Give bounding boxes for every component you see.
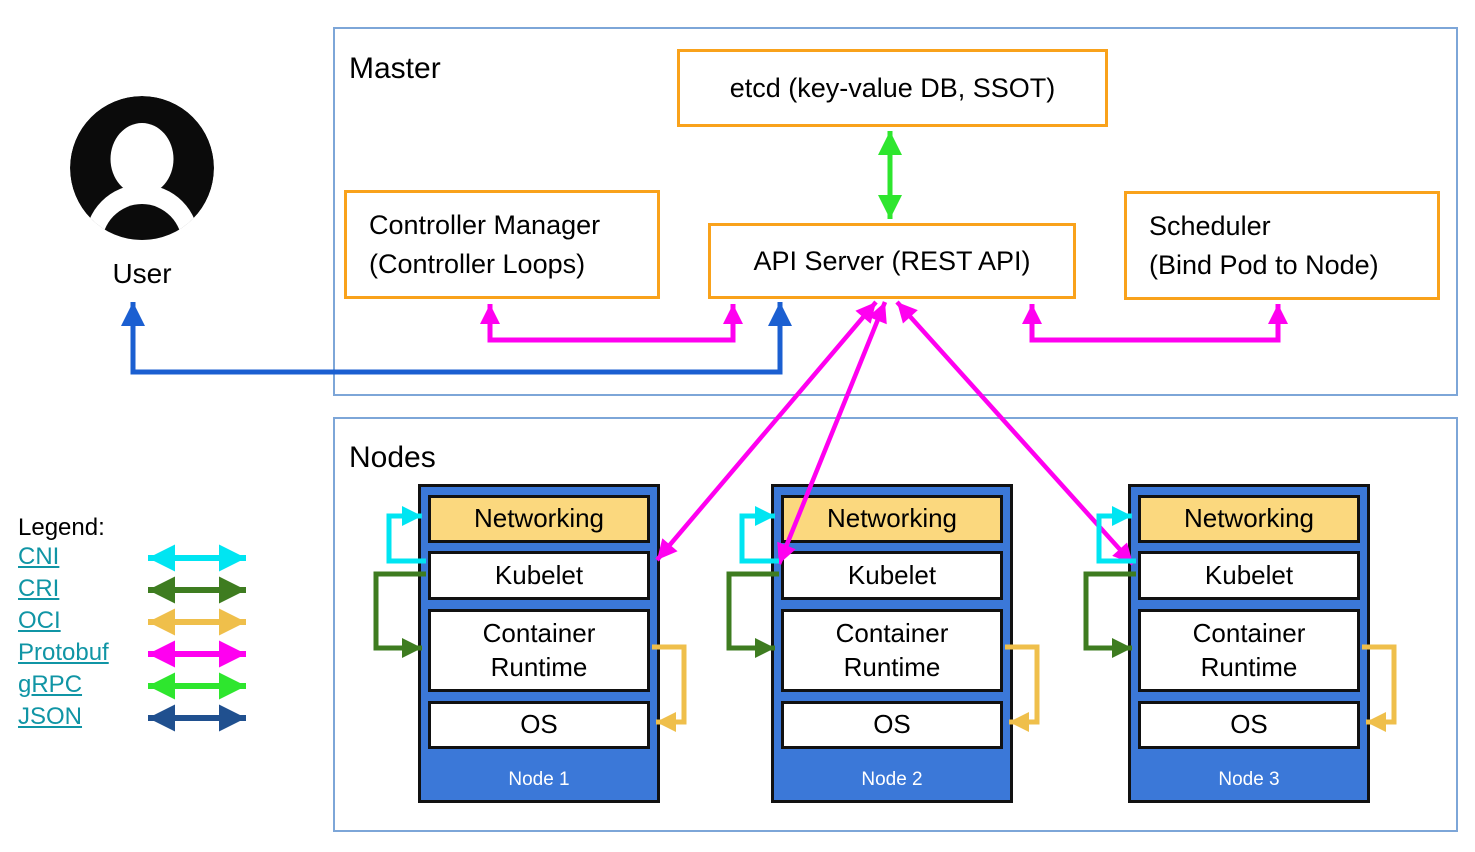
- networking-layer-label: Networking: [473, 503, 605, 534]
- kubelet-layer-label: Kubelet: [494, 559, 584, 590]
- container-runtime-layer-label: Container Runtime: [835, 617, 949, 682]
- api-server-box: API Server (REST API): [708, 223, 1076, 299]
- master-title: Master: [349, 52, 441, 85]
- node-1-kubelet-layer: Kubelet: [428, 551, 650, 600]
- node-3-networking-layer: Networking: [1138, 495, 1360, 543]
- controller-manager-box: Controller Manager (Controller Loops): [344, 190, 660, 299]
- networking-layer-label: Networking: [826, 503, 958, 534]
- etcd-box: etcd (key-value DB, SSOT): [677, 49, 1108, 127]
- os-layer-label: OS: [1230, 709, 1268, 740]
- scheduler-sublabel: (Bind Pod to Node): [1149, 249, 1379, 280]
- node-1-networking-layer: Networking: [428, 495, 650, 543]
- scheduler-box: Scheduler (Bind Pod to Node): [1124, 191, 1440, 300]
- node-name-label: Node 1: [508, 769, 570, 790]
- controller-manager-label: Controller Manager: [369, 210, 601, 241]
- node-2-container-runtime-layer: Container Runtime: [781, 609, 1003, 692]
- kubelet-layer-label: Kubelet: [1204, 559, 1294, 590]
- node-3-kubelet-layer: Kubelet: [1138, 551, 1360, 600]
- container-runtime-layer-label: Container Runtime: [482, 617, 596, 682]
- node-2-networking-layer: Networking: [781, 495, 1003, 543]
- os-layer-label: OS: [873, 709, 911, 740]
- node-3-os-layer: OS: [1138, 701, 1360, 749]
- legend-link-protobuf[interactable]: Protobuf: [18, 639, 109, 666]
- node-3-container-runtime-layer: Container Runtime: [1138, 609, 1360, 692]
- scheduler-label: Scheduler: [1149, 211, 1271, 242]
- node-name-label: Node 2: [861, 769, 923, 790]
- node-1-container-runtime-layer: Container Runtime: [428, 609, 650, 692]
- controller-manager-sublabel: (Controller Loops): [369, 248, 586, 279]
- os-layer-label: OS: [520, 709, 558, 740]
- legend-title: Legend:: [18, 514, 105, 541]
- legend-link-cni[interactable]: CNI: [18, 543, 60, 570]
- api-server-label: API Server (REST API): [753, 245, 1031, 276]
- legend-link-json[interactable]: JSON: [18, 703, 83, 730]
- node-1-os-layer: OS: [428, 701, 650, 749]
- legend-link-oci[interactable]: OCI: [18, 607, 61, 634]
- node-name-label: Node 3: [1218, 769, 1280, 790]
- node-2-kubelet-layer: Kubelet: [781, 551, 1003, 600]
- kubelet-layer-label: Kubelet: [847, 559, 937, 590]
- user-label: User: [112, 258, 172, 289]
- container-runtime-layer-label: Container Runtime: [1192, 617, 1306, 682]
- legend-link-cri[interactable]: CRI: [18, 575, 60, 602]
- networking-layer-label: Networking: [1183, 503, 1315, 534]
- etcd-label: etcd (key-value DB, SSOT): [729, 72, 1056, 103]
- nodes-title: Nodes: [349, 441, 436, 474]
- user-icon: [70, 96, 214, 240]
- node-2-os-layer: OS: [781, 701, 1003, 749]
- legend-link-grpc[interactable]: gRPC: [18, 671, 83, 698]
